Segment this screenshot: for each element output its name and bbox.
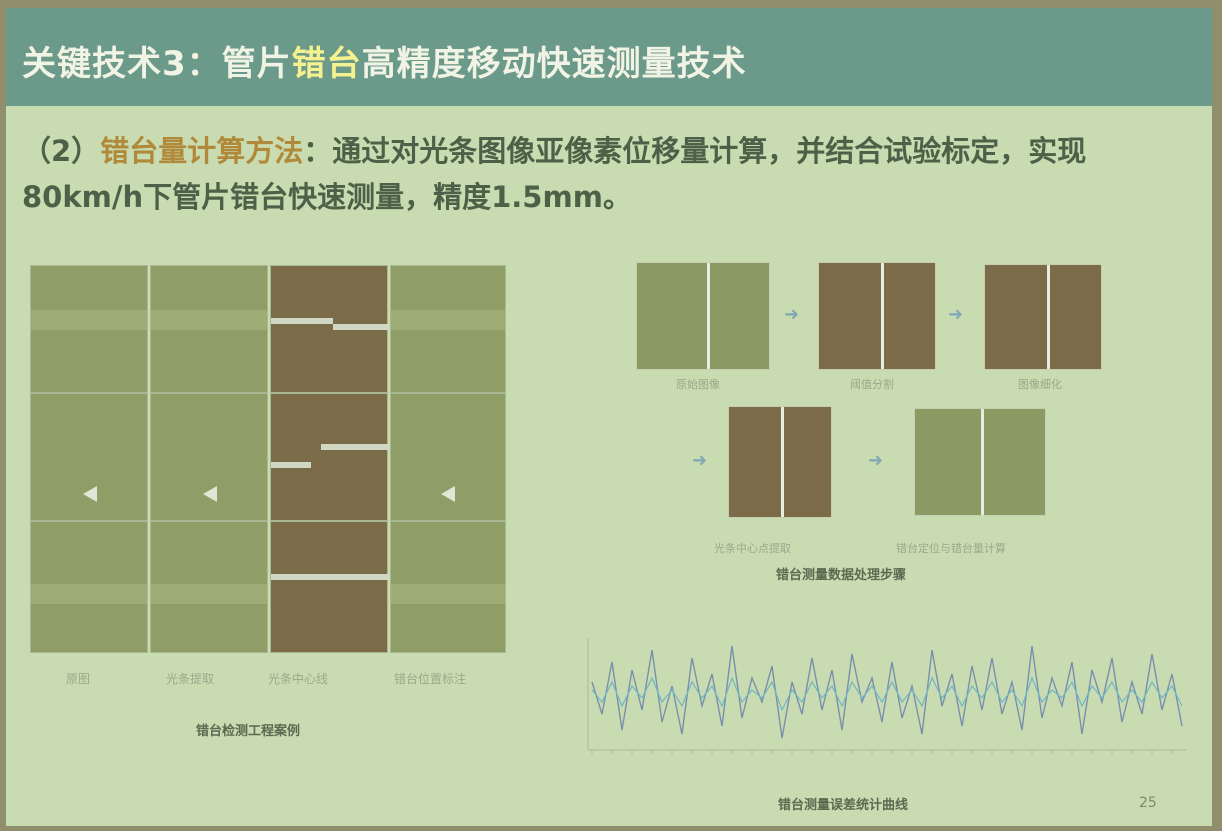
step-label: 错台定位与错台量计算 bbox=[896, 542, 1006, 555]
case-image bbox=[270, 393, 389, 521]
step-image-original bbox=[636, 262, 770, 370]
page-number: 25 bbox=[1139, 795, 1157, 811]
column-label: 光条提取 bbox=[166, 672, 215, 686]
case-image bbox=[270, 265, 389, 393]
detection-case-grid bbox=[30, 265, 506, 653]
case-image bbox=[30, 265, 148, 393]
arrow-right-icon: ➜ bbox=[784, 304, 800, 325]
slide: 关键技术3：管片错台高精度移动快速测量技术 （2）错台量计算方法：通过对光条图像… bbox=[6, 8, 1212, 826]
method-description: （2）错台量计算方法：通过对光条图像亚像素位移量计算，并结合试验标定，实现80k… bbox=[22, 128, 1192, 220]
right-caption: 错台测量数据处理步骤 bbox=[776, 568, 907, 583]
case-image bbox=[390, 393, 506, 521]
step-image-centerline bbox=[728, 406, 832, 518]
arrow-right-icon: ➜ bbox=[948, 304, 964, 325]
triangle-mark-icon bbox=[203, 486, 217, 502]
slide-title: 关键技术3：管片错台高精度移动快速测量技术 bbox=[22, 36, 747, 85]
method-topic: 错台量计算方法 bbox=[100, 134, 304, 168]
step-label: 阈值分割 bbox=[850, 378, 894, 391]
step-image-threshold bbox=[818, 262, 936, 370]
arrow-right-icon: ➜ bbox=[868, 450, 884, 471]
case-image bbox=[150, 521, 268, 653]
method-body: ：通过对光条图像亚像素位移量计算，并结合试验标定，实现80km/h下管片错台快速… bbox=[22, 134, 1087, 214]
triangle-mark-icon bbox=[83, 486, 97, 502]
title-highlight: 错台 bbox=[291, 44, 362, 84]
column-label: 原图 bbox=[66, 672, 91, 686]
case-image bbox=[390, 521, 506, 653]
case-image bbox=[390, 265, 506, 393]
arrow-right-icon: ➜ bbox=[692, 450, 708, 471]
title-suffix: 高精度移动快速测量技术 bbox=[361, 44, 747, 84]
title-prefix: 关键技术3：管片 bbox=[22, 44, 292, 84]
step-image-result bbox=[914, 408, 1046, 516]
step-image-thinning bbox=[984, 264, 1102, 370]
step-label: 光条中心点提取 bbox=[714, 542, 791, 555]
case-image bbox=[150, 393, 268, 521]
error-chart bbox=[587, 638, 1186, 754]
step-label: 原始图像 bbox=[676, 378, 720, 391]
case-image bbox=[30, 393, 148, 521]
column-label: 错台位置标注 bbox=[394, 672, 467, 686]
case-image bbox=[150, 265, 268, 393]
method-number: （2） bbox=[22, 134, 101, 168]
series-line-2 bbox=[591, 676, 1183, 712]
step-label: 图像细化 bbox=[1018, 378, 1062, 391]
column-label: 光条中心线 bbox=[268, 672, 329, 686]
left-caption: 错台检测工程案例 bbox=[196, 724, 301, 739]
case-image bbox=[30, 521, 148, 653]
case-image bbox=[270, 521, 389, 653]
triangle-mark-icon bbox=[441, 486, 455, 502]
chart-caption: 错台测量误差统计曲线 bbox=[778, 798, 909, 813]
slide-header: 关键技术3：管片错台高精度移动快速测量技术 bbox=[6, 8, 1212, 106]
